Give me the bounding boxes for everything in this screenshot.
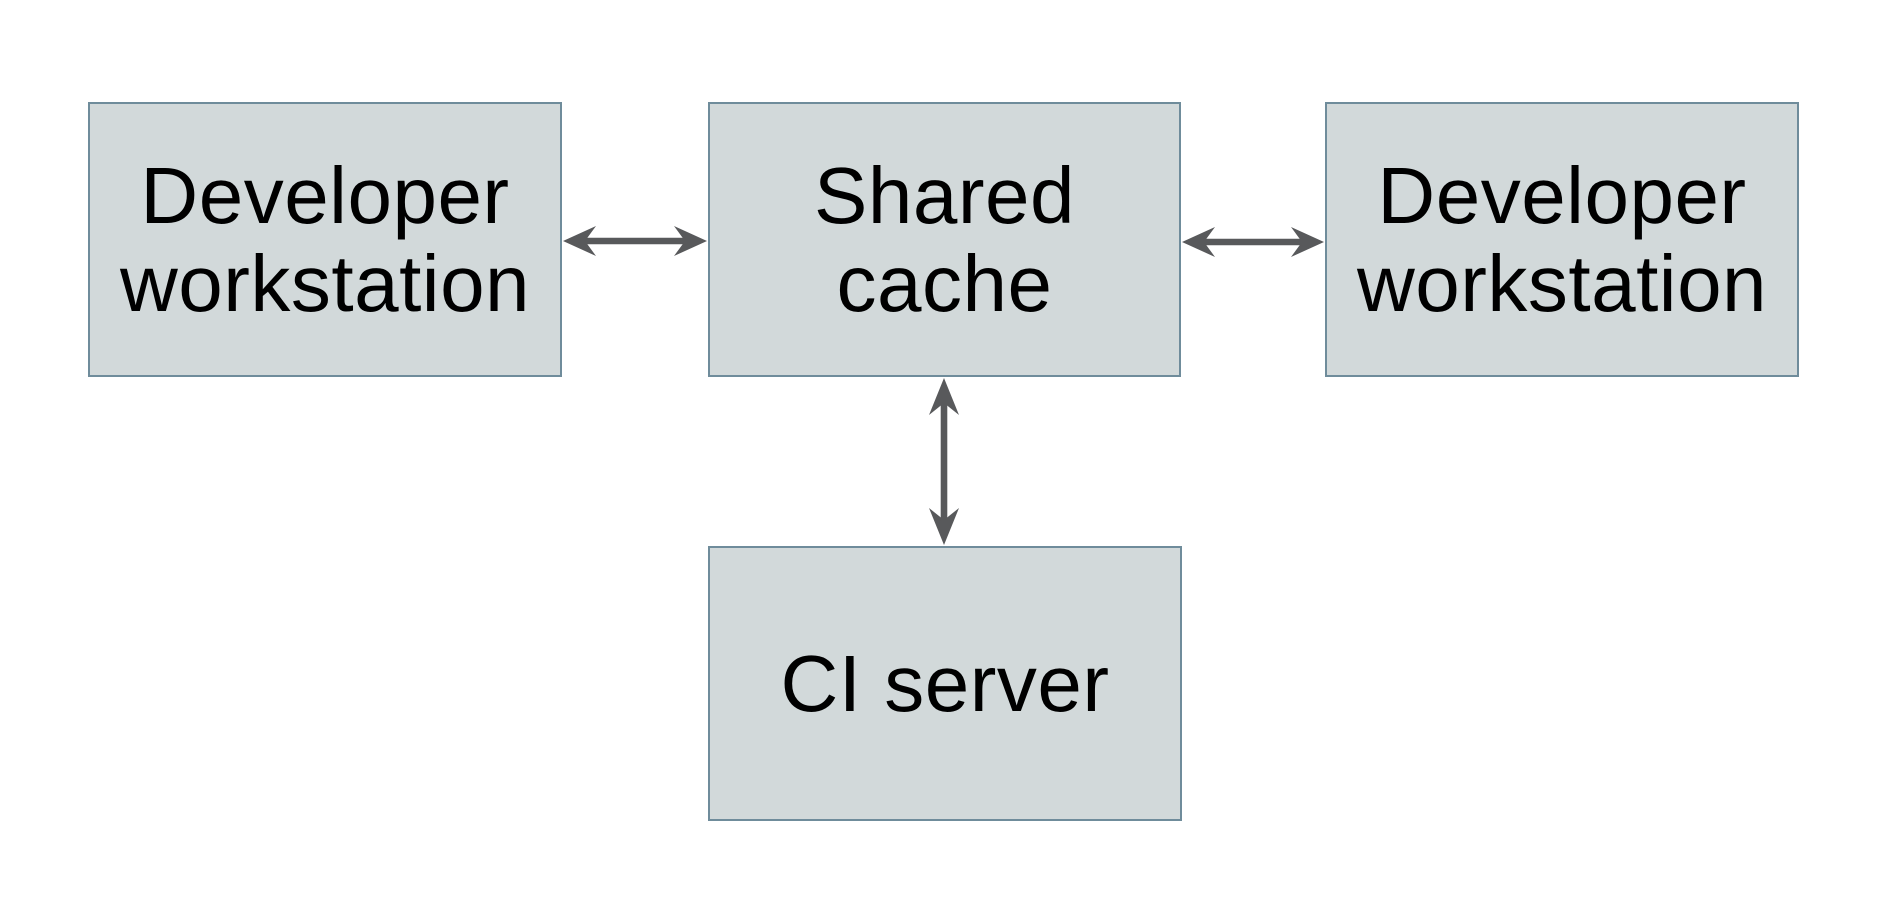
node-shared-cache: Shared cache — [708, 102, 1181, 377]
node-label-line: Developer — [140, 150, 510, 240]
double-arrow-horizontal-icon — [563, 226, 707, 256]
node-label-line: Developer — [1377, 150, 1747, 240]
node-developer-workstation-left: Developer workstation — [88, 102, 562, 377]
bidirectional-arrow-left-workstation-to-cache — [562, 223, 708, 259]
bidirectional-arrow-cache-to-ci-server — [926, 377, 962, 546]
node-label-line: cache — [836, 238, 1053, 328]
double-arrow-vertical-icon — [929, 378, 959, 545]
node-label-line: workstation — [1356, 238, 1768, 328]
node-ci-server: CI server — [708, 546, 1182, 821]
node-developer-workstation-right: Developer workstation — [1325, 102, 1799, 377]
node-label-line: workstation — [119, 238, 531, 328]
node-label-line: Shared — [814, 150, 1075, 240]
bidirectional-arrow-cache-to-right-workstation — [1181, 224, 1325, 260]
node-label-line: CI server — [780, 638, 1110, 728]
double-arrow-horizontal-icon — [1182, 227, 1324, 257]
